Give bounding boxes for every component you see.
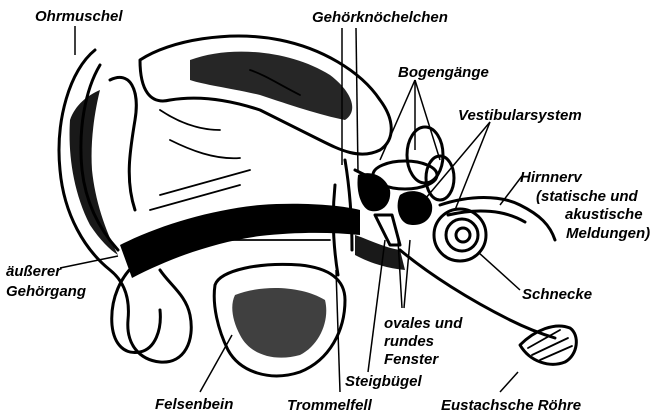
label-gehoergang-2: Gehörgang (6, 283, 86, 300)
leader-eustach (500, 372, 518, 392)
label-fenster-3: Fenster (384, 351, 439, 368)
petrous-bone-texture (232, 288, 326, 358)
label-eustachsche-roehre: Eustachsche Röhre (441, 397, 581, 414)
anatomy-drawing (59, 36, 576, 376)
label-vestibularsystem: Vestibularsystem (458, 107, 582, 124)
label-hirnnerv-2: (statische und (536, 188, 639, 205)
leader-gehoergang (60, 256, 118, 268)
label-schnecke: Schnecke (522, 286, 592, 303)
leader-bogengaenge-1 (380, 80, 415, 160)
leader-schnecke (478, 252, 520, 290)
ossicle-stapes (375, 215, 400, 245)
ear-canal (120, 204, 360, 278)
label-gehoerknoechelchen: Gehörknöchelchen (312, 9, 448, 26)
eustachian-opening (520, 326, 576, 364)
label-bogengaenge: Bogengänge (398, 64, 489, 81)
label-gehoergang-1: äußerer (6, 263, 62, 280)
label-hirnnerv-1: Hirnnerv (520, 169, 583, 186)
auricle-outer (59, 50, 191, 362)
label-hirnnerv-3: akustische (565, 206, 643, 223)
label-steigbuegel: Steigbügel (345, 373, 423, 390)
label-fenster-1: ovales und (384, 315, 463, 332)
leader-fenster-2 (404, 240, 410, 308)
label-trommelfell: Trommelfell (287, 397, 373, 414)
label-ohrmuschel: Ohrmuschel (35, 8, 123, 25)
label-fenster-2: rundes (384, 333, 434, 350)
cochlea-mid (446, 219, 478, 251)
label-felsenbein: Felsenbein (155, 396, 233, 413)
leader-bogengaenge-3 (415, 80, 440, 160)
leader-felsenbein (200, 335, 232, 392)
skull-upper-fill (190, 52, 352, 120)
cochlea-inner (456, 228, 470, 242)
label-hirnnerv-4: Meldungen) (566, 225, 650, 242)
leader-gehoerknoechelchen-2 (356, 28, 358, 172)
